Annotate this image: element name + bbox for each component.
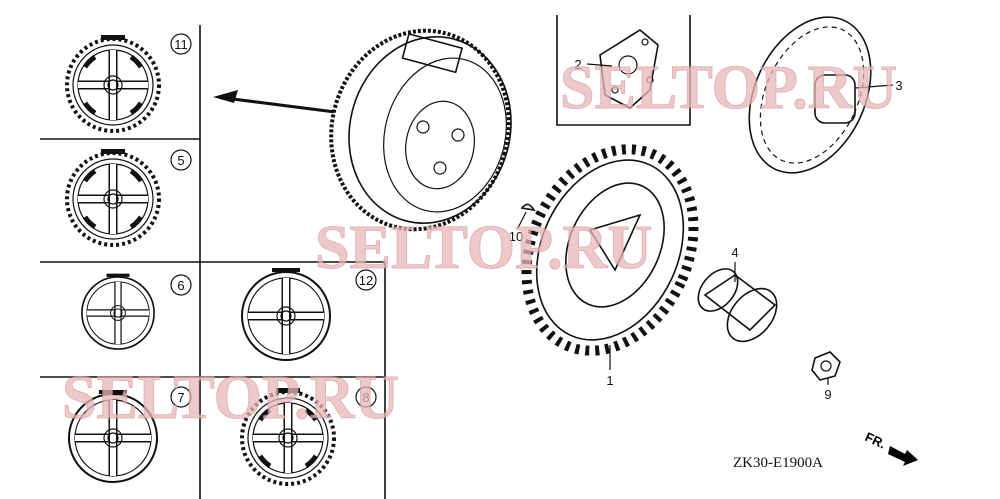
part-9-nut: [811, 351, 841, 381]
callout-2: 2: [574, 57, 581, 72]
callout-11: 11: [174, 37, 188, 52]
watermark: SELTOP.RU: [560, 54, 897, 122]
callout-4: 4: [731, 245, 738, 260]
callout-12: 12: [359, 273, 373, 288]
part-4-pulley: [697, 268, 778, 343]
callout-3: 3: [895, 78, 902, 93]
leader-lines: [517, 63, 894, 385]
front-direction-indicator: FR.: [863, 429, 918, 466]
diagram-code: ZK30-E1900A: [733, 455, 823, 471]
watermark: SELTOP.RU: [62, 364, 399, 432]
arrow-icon: [888, 446, 918, 466]
callout-8: 8: [362, 390, 369, 405]
part-10-key: [520, 203, 536, 212]
part-1-fan: [521, 144, 699, 356]
callout-6: 6: [177, 278, 184, 293]
main-flywheel: [329, 28, 512, 232]
pointer-arrow: [213, 90, 336, 114]
callout-10: 10: [509, 229, 523, 244]
watermark: SELTOP.RU: [315, 214, 652, 282]
callouts: 11 5 6 12 7 8 2 3 10 4 1 9: [170, 33, 903, 408]
front-label: FR.: [863, 429, 888, 451]
grid-lines: [40, 15, 691, 499]
callout-1: 1: [606, 373, 613, 388]
flywheel-variant-6: [82, 274, 154, 349]
part-2-plate: [599, 29, 659, 109]
callout-7: 7: [177, 390, 184, 405]
flywheel-variant-11: [67, 35, 159, 131]
flywheel-variant-5: [67, 149, 159, 245]
callout-5: 5: [177, 153, 184, 168]
callout-9: 9: [824, 387, 831, 402]
